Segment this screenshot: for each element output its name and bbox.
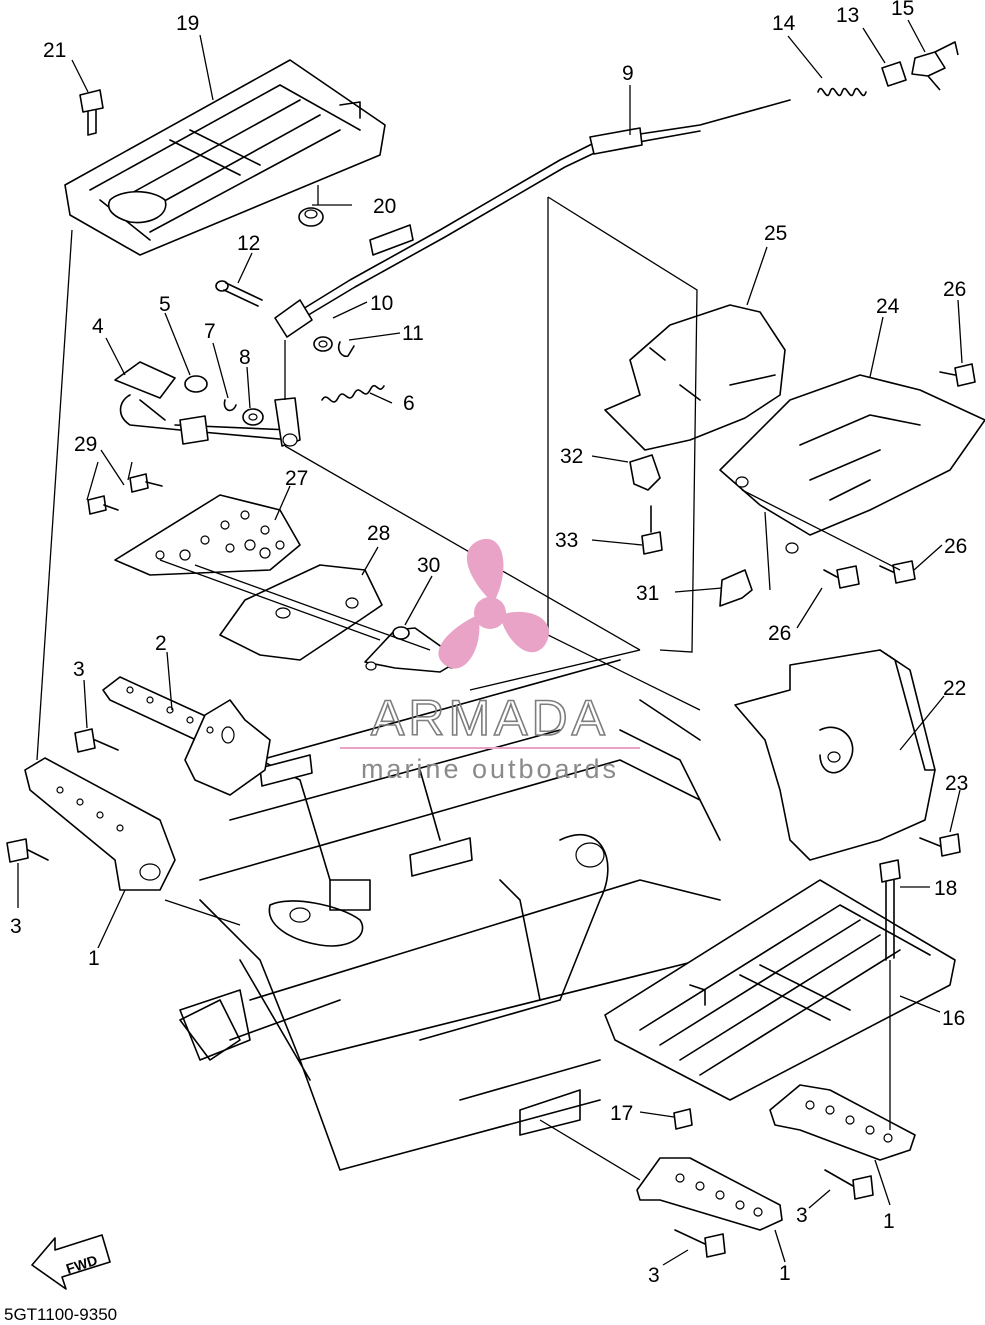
callout-3-left: 3 [10,915,22,938]
spring-6 [321,384,385,403]
watermark: ARMADA marine outboards [340,538,640,784]
callout-1-right-upper: 1 [883,1210,895,1233]
footrest-bracket-1-left [24,757,176,891]
cap-5 [184,375,208,393]
callout-labels: 19 21 20 14 13 15 9 12 10 11 5 4 7 8 6 2… [10,0,968,1287]
callout-26-low: 26 [768,622,791,645]
footrest-bracket-2 [102,676,271,796]
bolt-33 [641,505,663,555]
bolts-3-left [6,728,119,863]
callout-1-left: 1 [88,947,100,970]
washer-10 [313,336,333,352]
clip-7 [223,399,237,412]
callout-3-right-lower: 3 [648,1264,660,1287]
callout-11: 11 [402,322,424,345]
callout-30: 30 [417,554,440,577]
callout-31: 31 [636,582,659,605]
cotter-pin-11 [337,341,355,358]
callout-27: 27 [285,467,308,490]
callout-10: 10 [370,292,393,315]
footrest-bracket-1-right-lower [636,1157,783,1231]
nut-17 [673,1108,693,1130]
protector-27 [114,494,301,576]
callout-4: 4 [92,315,104,338]
right-floorboard-16 [604,879,956,1101]
bracket-31 [719,569,753,607]
callout-3-upper: 3 [73,658,85,681]
callout-23: 23 [945,772,968,795]
left-floorboard-19 [64,59,386,256]
callout-16: 16 [942,1007,965,1030]
bolt-23 [919,833,961,857]
fwd-arrow-icon: FWD [31,1234,111,1290]
callout-24: 24 [876,295,900,318]
callout-15: 15 [891,0,914,20]
callout-3-right-upper: 3 [796,1204,808,1227]
callout-8: 8 [239,346,251,369]
callout-25: 25 [764,222,787,245]
side-cover-22 [734,649,936,861]
wing-nut-15 [911,41,959,91]
callout-17: 17 [610,1102,633,1125]
brake-cable-9 [274,99,791,338]
callout-7: 7 [204,320,216,343]
bolts-29 [87,473,163,515]
propeller-logo [438,538,549,669]
callout-18: 18 [934,877,957,900]
watermark-brand: ARMADA [371,690,609,746]
callout-32: 32 [560,445,583,468]
callout-33: 33 [555,529,578,552]
brake-pedal-4 [114,361,301,447]
callout-5: 5 [159,293,171,316]
cover-28 [219,564,383,661]
callout-13: 13 [836,4,859,27]
callout-6: 6 [403,392,415,415]
callout-12: 12 [237,232,260,255]
grommet-20 [298,207,324,227]
callout-21: 21 [43,39,66,62]
frame-assembly [179,659,721,1171]
cover-25 [604,304,786,451]
pin-12 [215,280,263,307]
diagram-code: 5GT1100-9350 [4,1305,117,1324]
callout-28: 28 [367,522,390,545]
bolts-3-right [674,1169,874,1258]
bracket-32 [629,454,661,491]
callout-2: 2 [155,632,167,655]
callout-26-mid: 26 [944,535,967,558]
bolt-21 [79,89,104,136]
bracket-24 [719,374,985,554]
bolt-18 [879,859,901,961]
callout-9: 9 [622,62,634,85]
callout-20: 20 [373,195,396,218]
washer-8 [242,408,264,426]
spring-14 [817,87,867,97]
callout-29: 29 [74,433,97,456]
watermark-tagline: marine outboards [361,754,619,784]
footrest-bracket-1-right-upper [769,1084,916,1161]
callout-26-top: 26 [943,278,966,301]
callout-1-right-lower: 1 [779,1262,791,1285]
leader-lines [17,19,963,1266]
callout-22: 22 [943,677,966,700]
callout-14: 14 [772,12,796,35]
callout-19: 19 [176,12,199,35]
bolts-26 [823,363,976,589]
nut-13 [881,61,907,87]
